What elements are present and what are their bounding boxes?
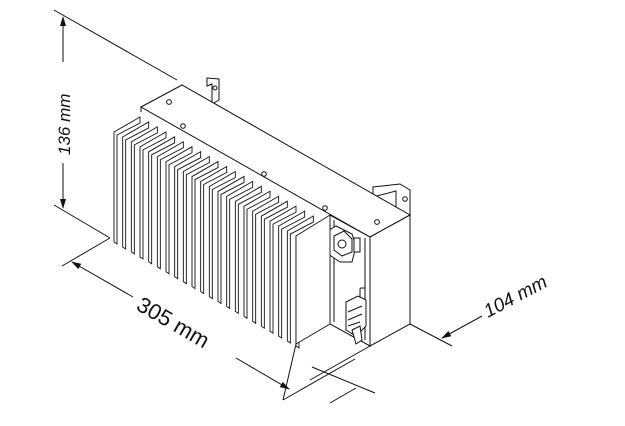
fin (191, 160, 219, 290)
power-connector-icon (325, 225, 361, 263)
fin (148, 136, 176, 265)
length-label: 305 mm (133, 292, 214, 353)
fin (174, 150, 202, 280)
top-plate (139, 84, 412, 238)
fin (113, 116, 141, 245)
length-arrow-left-icon (71, 261, 134, 298)
fin (226, 180, 254, 310)
depth-dim-line (311, 366, 376, 394)
heatsink-fins (113, 116, 331, 349)
screw-icon (374, 219, 380, 225)
fin (156, 140, 184, 270)
screw-icon (261, 171, 267, 177)
fin (200, 165, 228, 295)
fin (269, 205, 297, 334)
length-extension-left (61, 237, 111, 267)
length-arrow-right-icon (235, 357, 290, 390)
fin (217, 175, 245, 305)
screw-icon (180, 123, 186, 129)
fin (243, 190, 271, 320)
screw-icon (166, 99, 172, 105)
mounting-hole-icon (212, 85, 218, 91)
depth-arrow-icon (441, 315, 483, 339)
fin (139, 131, 167, 260)
fin (208, 170, 236, 300)
fin (165, 145, 193, 275)
mounting-hole-icon (402, 196, 408, 202)
fin (122, 121, 150, 250)
end-side-panel (369, 214, 411, 347)
height-extension-bottom (53, 204, 111, 239)
screw-icon (322, 205, 328, 211)
device-body (139, 77, 412, 347)
length-extension-right (282, 343, 297, 401)
fin (130, 126, 158, 255)
fin (182, 155, 210, 285)
fin (260, 200, 288, 330)
fin (234, 185, 262, 315)
fin (252, 195, 280, 325)
depth-extension-right (409, 323, 453, 347)
depth-label: 104 mm (480, 272, 550, 323)
fin-end-plate (295, 214, 331, 345)
fin (278, 210, 306, 339)
height-label: 136 mm (55, 94, 74, 155)
depth-extension-left (309, 345, 371, 381)
height-dimension: 136 mm (53, 9, 178, 239)
fin (286, 215, 314, 344)
data-connector-icon (345, 287, 367, 345)
height-extension-top (53, 9, 178, 81)
